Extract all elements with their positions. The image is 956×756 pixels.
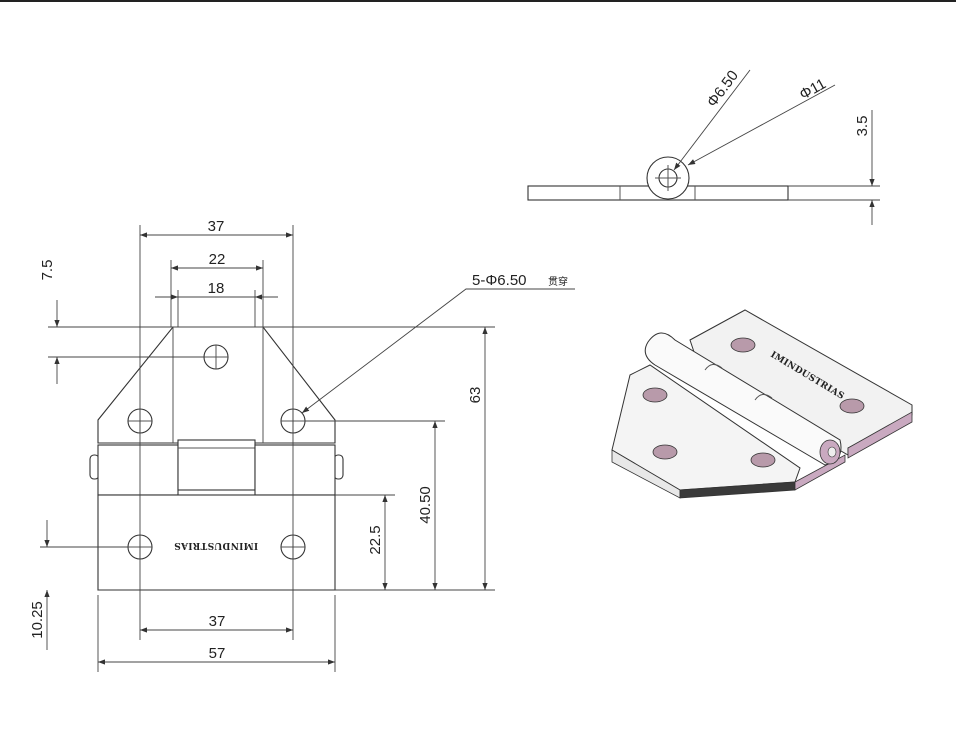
front-view: IMINDUSTRIAS bbox=[29, 218, 575, 672]
hole-callout-note: 贯穿 bbox=[548, 275, 568, 288]
dim-knuckle-diameter: Φ11 bbox=[797, 75, 829, 103]
dim-bottom-37: 37 bbox=[209, 613, 226, 630]
dim-top-18: 18 bbox=[208, 280, 225, 297]
hole-callout: 5-Φ6.50 bbox=[472, 272, 527, 289]
isometric-view: IMINDUSTRIAS bbox=[611, 309, 913, 499]
dim-top-22: 22 bbox=[209, 251, 226, 268]
top-border bbox=[0, 0, 956, 2]
knuckle-left bbox=[97, 444, 179, 496]
iso-hole bbox=[730, 337, 756, 353]
iso-hole bbox=[642, 387, 668, 403]
dim-40-50: 40.50 bbox=[417, 486, 434, 524]
iso-hole bbox=[839, 398, 865, 414]
dim-10-25: 10.25 bbox=[29, 601, 46, 639]
dim-thickness: 3.5 bbox=[854, 116, 871, 137]
plate-marking: IMINDUSTRIAS bbox=[174, 540, 258, 550]
dim-top-37: 37 bbox=[208, 218, 225, 235]
iso-hole bbox=[652, 444, 678, 460]
knuckle-right bbox=[254, 444, 336, 496]
dim-bottom-57: 57 bbox=[209, 645, 226, 662]
dim-22-5: 22.5 bbox=[367, 525, 384, 554]
dim-7-5: 7.5 bbox=[39, 260, 56, 281]
hole bbox=[203, 344, 229, 370]
dim-63: 63 bbox=[467, 387, 484, 404]
side-view: Φ6.50 Φ11 3.5 bbox=[527, 67, 880, 225]
iso-hole bbox=[750, 452, 776, 468]
